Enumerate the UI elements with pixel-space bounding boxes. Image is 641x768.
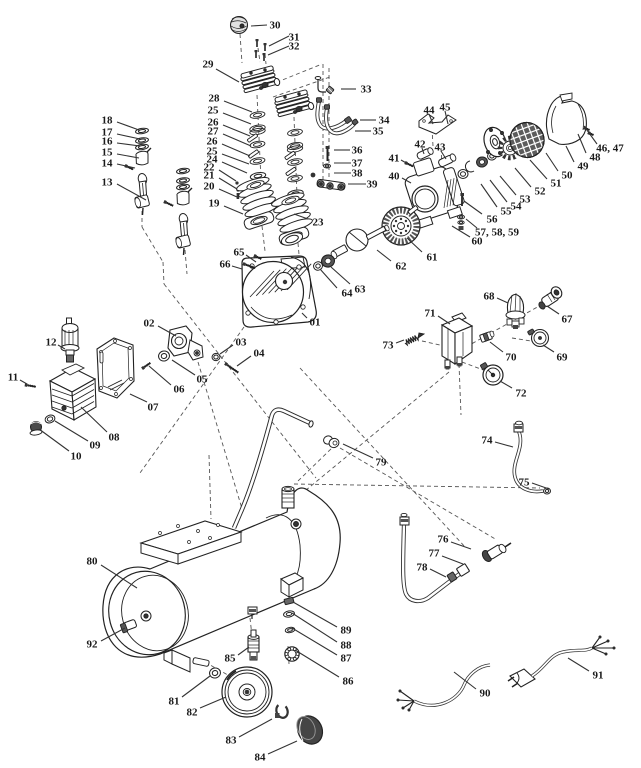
svg-text:35: 35 [373,126,385,138]
svg-text:36: 36 [352,145,364,157]
svg-text:23: 23 [313,217,325,229]
svg-text:37: 37 [352,158,364,170]
svg-text:06: 06 [174,384,186,396]
svg-text:44: 44 [424,105,436,117]
svg-text:48: 48 [590,152,602,164]
svg-text:31: 31 [289,32,300,44]
svg-text:65: 65 [234,247,246,259]
svg-text:89: 89 [341,625,353,637]
svg-text:57, 58, 59: 57, 58, 59 [475,227,520,239]
svg-text:33: 33 [361,84,373,96]
svg-text:30: 30 [270,20,282,32]
svg-text:45: 45 [440,102,452,114]
svg-text:63: 63 [355,284,367,296]
svg-text:34: 34 [379,115,391,127]
svg-text:04: 04 [254,348,266,360]
svg-text:83: 83 [226,735,238,747]
svg-text:41: 41 [389,153,400,165]
svg-text:70: 70 [506,352,518,364]
svg-text:64: 64 [342,288,354,300]
svg-text:82: 82 [187,707,199,719]
svg-text:13: 13 [102,177,114,189]
svg-text:24: 24 [207,154,219,166]
svg-text:68: 68 [484,291,496,303]
svg-text:71: 71 [425,308,436,320]
svg-text:19: 19 [209,198,221,210]
svg-text:32: 32 [289,41,301,53]
svg-text:26: 26 [208,117,220,129]
svg-text:17: 17 [102,127,114,139]
svg-text:15: 15 [102,147,114,159]
svg-text:02: 02 [144,318,156,330]
svg-text:28: 28 [209,93,221,105]
svg-text:27: 27 [208,126,220,138]
svg-text:46, 47: 46, 47 [596,143,624,155]
svg-text:90: 90 [480,688,492,700]
svg-text:26: 26 [207,136,219,148]
svg-text:72: 72 [516,388,528,400]
svg-text:81: 81 [169,696,180,708]
svg-text:54: 54 [511,201,523,213]
svg-text:52: 52 [535,186,547,198]
svg-text:09: 09 [90,440,102,452]
svg-text:76: 76 [438,534,450,546]
svg-text:39: 39 [367,179,379,191]
svg-text:62: 62 [396,261,408,273]
svg-text:08: 08 [109,432,121,444]
svg-text:43: 43 [435,142,447,154]
svg-text:55: 55 [501,206,513,218]
svg-text:73: 73 [383,340,395,352]
svg-text:38: 38 [352,168,364,180]
svg-text:85: 85 [225,653,237,665]
svg-text:49: 49 [578,161,590,173]
svg-text:79: 79 [376,457,388,469]
svg-text:22: 22 [204,162,216,174]
svg-text:42: 42 [415,139,427,151]
svg-text:07: 07 [148,402,160,414]
svg-text:78: 78 [417,562,429,574]
svg-text:03: 03 [236,337,248,349]
svg-text:25: 25 [207,146,219,158]
svg-text:12: 12 [46,337,58,349]
svg-text:05: 05 [197,374,209,386]
svg-text:60: 60 [472,236,484,248]
svg-text:50: 50 [562,170,574,182]
svg-text:91: 91 [593,670,604,682]
svg-text:80: 80 [87,556,99,568]
svg-text:74: 74 [482,435,494,447]
svg-text:75: 75 [519,477,531,489]
svg-text:21: 21 [204,170,215,182]
svg-text:56: 56 [487,214,499,226]
svg-text:53: 53 [520,194,532,206]
svg-text:10: 10 [71,451,83,463]
svg-text:86: 86 [343,676,355,688]
svg-text:87: 87 [341,653,353,665]
svg-text:01: 01 [310,317,321,329]
svg-text:18: 18 [102,115,114,127]
svg-text:61: 61 [427,252,438,264]
svg-text:14: 14 [102,158,114,170]
svg-text:51: 51 [551,178,562,190]
svg-text:11: 11 [8,372,18,384]
svg-text:40: 40 [389,171,401,183]
svg-text:84: 84 [255,752,267,764]
svg-text:69: 69 [557,352,569,364]
svg-text:20: 20 [204,181,216,193]
svg-text:67: 67 [562,314,574,326]
svg-text:16: 16 [102,136,114,148]
svg-text:88: 88 [341,640,353,652]
svg-text:66: 66 [220,259,232,271]
svg-text:77: 77 [429,548,441,560]
svg-text:92: 92 [87,639,99,651]
svg-text:25: 25 [208,105,220,117]
svg-text:29: 29 [203,59,215,71]
